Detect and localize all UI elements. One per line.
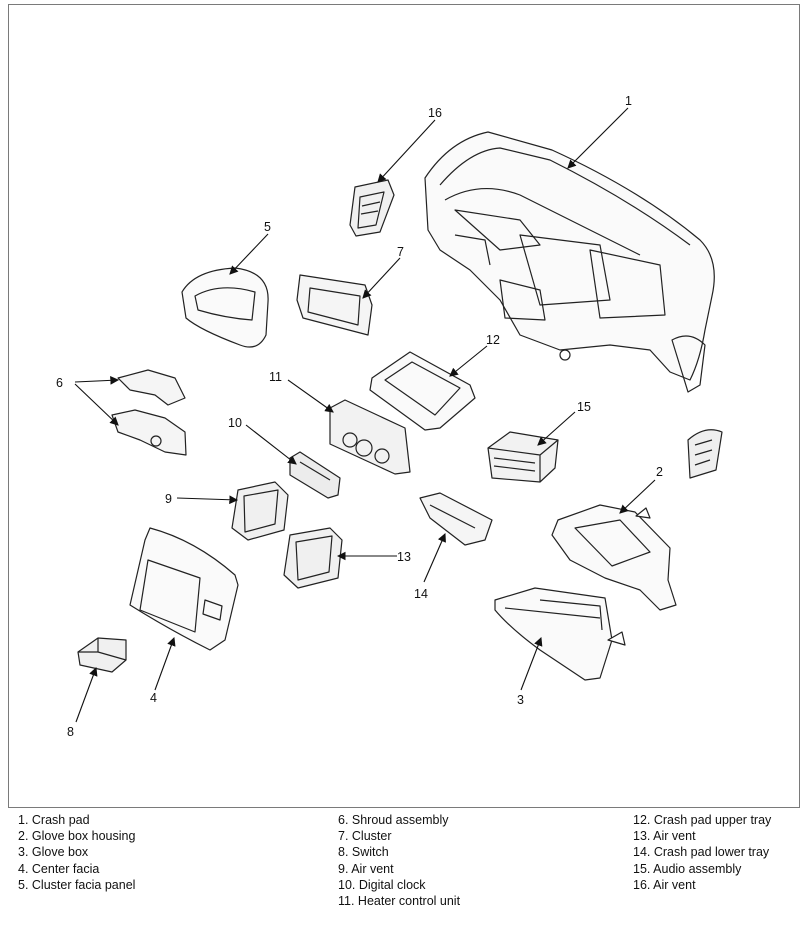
callout-8: 8 — [67, 725, 74, 739]
callout-14: 14 — [414, 587, 428, 601]
crash-pad-lower-tray-part — [419, 492, 493, 546]
callout-4: 4 — [150, 691, 157, 705]
legend-item: 3. Glove box — [18, 845, 89, 860]
legend-column-3: 12. Crash pad upper tray 13. Air vent 14… — [633, 812, 771, 893]
air-vent-9-part — [231, 481, 289, 541]
audio-assembly-part — [487, 431, 559, 483]
legend-item: 14. Crash pad lower tray — [633, 845, 770, 860]
air-vent-part — [349, 179, 395, 237]
center-facia-part — [129, 527, 239, 651]
callout-13: 13 — [397, 550, 411, 564]
legend-item: 12. Crash pad upper tray — [633, 813, 772, 827]
callout-10: 10 — [228, 416, 242, 430]
callout-15: 15 — [577, 400, 591, 414]
side-air-vent-part — [687, 429, 723, 479]
legend-item: 1. Crash pad — [18, 813, 90, 827]
digital-clock-part — [289, 451, 341, 499]
cluster-facia-panel-part — [181, 267, 269, 348]
legend-item: 4. Center facia — [18, 861, 100, 876]
callout-16: 16 — [428, 106, 442, 120]
exploded-view-drawing — [74, 107, 723, 723]
switch-part — [77, 637, 127, 673]
legend-item: 9. Air vent — [338, 861, 394, 876]
legend-item: 5. Cluster facia panel — [18, 877, 136, 892]
crash-pad-part — [424, 131, 715, 393]
legend-item: 7. Cluster — [338, 829, 392, 844]
callout-3: 3 — [517, 693, 524, 707]
glove-box-part — [494, 587, 626, 681]
glove-box-housing-part — [551, 504, 677, 611]
legend-item: 15. Audio assembly — [633, 861, 742, 876]
diagram-frame — [8, 4, 800, 808]
callout-12: 12 — [486, 333, 500, 347]
callout-9: 9 — [165, 492, 172, 506]
cluster-part — [296, 274, 373, 336]
legend-item: 13. Air vent — [633, 829, 696, 844]
shroud-assembly-part — [111, 369, 187, 456]
legend-column-1: 1. Crash pad 2. Glove box housing 3. Glo… — [18, 812, 135, 893]
crash-pad-upper-tray-part — [369, 351, 476, 431]
legend-item: 16. Air vent — [633, 877, 696, 892]
legend-item: 11. Heater control unit — [338, 894, 461, 909]
air-vent-13-part — [283, 527, 343, 589]
parts-legend: 1. Crash pad 2. Glove box housing 3. Glo… — [0, 812, 809, 932]
legend-item: 6. Shroud assembly — [338, 813, 449, 827]
callout-2: 2 — [656, 465, 663, 479]
callout-6: 6 — [56, 376, 63, 390]
callout-5: 5 — [264, 220, 271, 234]
callout-1: 1 — [625, 94, 632, 108]
legend-item: 10. Digital clock — [338, 877, 426, 892]
legend-item: 2. Glove box housing — [18, 829, 136, 844]
callout-7: 7 — [397, 245, 404, 259]
legend-item: 8. Switch — [338, 845, 389, 860]
heater-control-unit-part — [329, 399, 411, 475]
callout-11: 11 — [269, 370, 282, 384]
legend-column-2: 6. Shroud assembly 7. Cluster 8. Switch … — [338, 812, 460, 909]
